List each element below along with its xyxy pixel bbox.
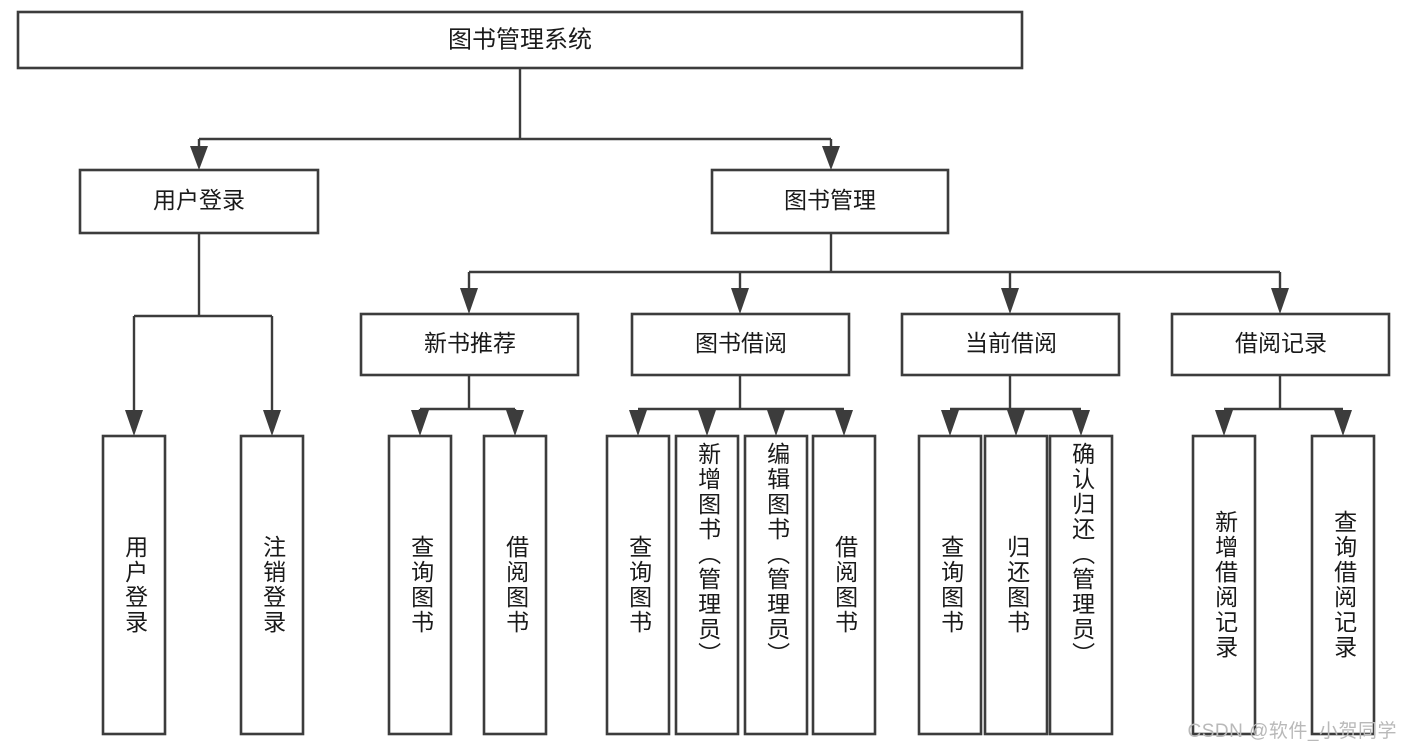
arrow-to-leaf-borrow-book-new: [506, 410, 524, 436]
node-leaf-borrow-book-box[interactable]: [811, 434, 877, 736]
node-leaf-add-book-admin-box[interactable]: [674, 434, 740, 736]
arrow-to-leaf-user-login: [125, 410, 143, 436]
arrow-to-current-borrow: [1001, 288, 1019, 314]
arrow-to-leaf-add-book-admin: [698, 410, 716, 436]
node-leaf-confirm-return-admin-box[interactable]: [1048, 434, 1114, 736]
node-user-login-box[interactable]: [78, 168, 320, 235]
node-book-manage-label: 图书管理: [784, 187, 876, 213]
arrow-to-borrow-record: [1271, 288, 1289, 314]
node-root-label: 图书管理系统: [448, 26, 592, 53]
node-leaf-borrow-book-new-box[interactable]: [482, 434, 548, 736]
arrow-to-leaf-query-book-new: [411, 410, 429, 436]
arrow-to-leaf-return-book: [1007, 410, 1025, 436]
nodes-layer: 图书管理系统 用户登录 图书管理 新书推荐 图书借阅 当前借阅 借阅记录: [16, 10, 1391, 736]
arrow-to-new-book-recommend: [460, 288, 478, 314]
node-leaf-user-login-box[interactable]: [101, 434, 167, 736]
arrow-to-leaf-add-borrow-record: [1215, 410, 1233, 436]
watermark-text: CSDN @软件_小贺同学: [1187, 721, 1397, 742]
arrow-to-leaf-logout: [263, 410, 281, 436]
node-leaf-query-book-borrow-box[interactable]: [605, 434, 671, 736]
arrow-to-leaf-borrow-book: [835, 410, 853, 436]
arrow-to-leaf-edit-book-admin: [767, 410, 785, 436]
node-current-borrow-label: 当前借阅: [965, 330, 1057, 356]
node-user-login-label: 用户登录: [153, 187, 245, 213]
node-book-borrow-box[interactable]: [630, 312, 851, 377]
node-current-borrow-box[interactable]: [900, 312, 1121, 377]
arrow-to-leaf-confirm-return-admin: [1072, 410, 1090, 436]
node-new-book-recommend-box[interactable]: [359, 312, 580, 377]
arrow-root-to-book-manage: [822, 146, 840, 170]
node-root-box[interactable]: [16, 10, 1024, 70]
node-book-manage-box[interactable]: [710, 168, 950, 235]
node-borrow-record-label: 借阅记录: [1235, 330, 1327, 356]
arrow-to-leaf-query-borrow-record: [1334, 410, 1352, 436]
node-leaf-logout-box[interactable]: [239, 434, 305, 736]
node-leaf-return-book-box[interactable]: [983, 434, 1049, 736]
arrow-to-leaf-query-book-current: [941, 410, 959, 436]
node-borrow-record-box[interactable]: [1170, 312, 1391, 377]
node-leaf-query-book-new-box[interactable]: [387, 434, 453, 736]
node-leaf-add-borrow-record-box[interactable]: [1191, 434, 1257, 736]
node-leaf-query-book-current-box[interactable]: [917, 434, 983, 736]
node-leaf-edit-book-admin-box[interactable]: [743, 434, 809, 736]
arrow-root-to-user-login: [190, 146, 208, 170]
arrow-to-leaf-query-book-borrow: [629, 410, 647, 436]
node-leaf-query-borrow-record-box[interactable]: [1310, 434, 1376, 736]
node-new-book-recommend-label: 新书推荐: [424, 330, 516, 356]
node-book-borrow-label: 图书借阅: [695, 330, 787, 356]
connectors-layer: [125, 68, 1352, 436]
arrow-to-book-borrow: [731, 288, 749, 314]
